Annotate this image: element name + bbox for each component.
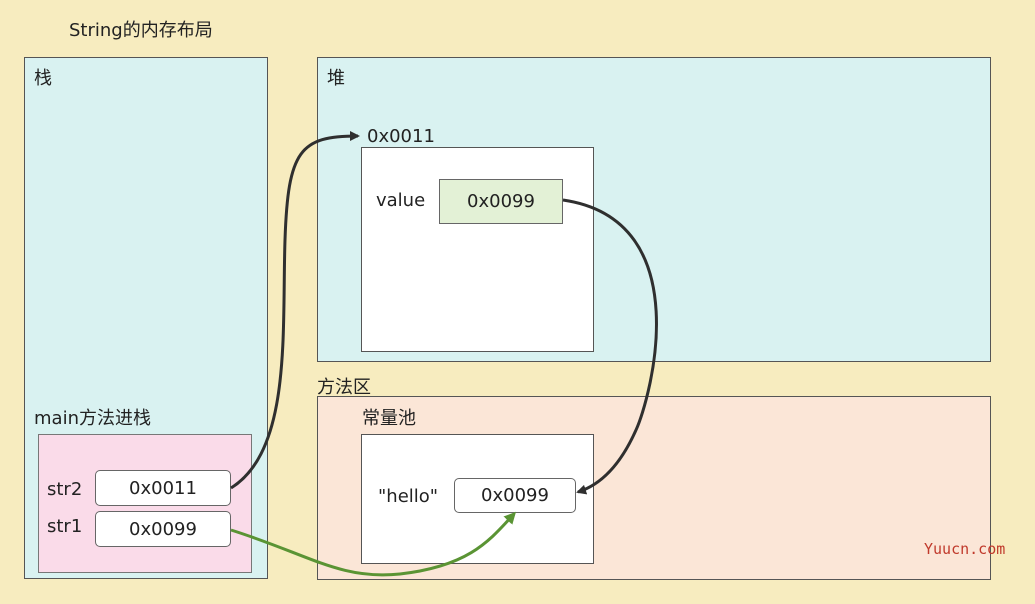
method-area-label: 方法区 [317,377,371,398]
var-value-str1: 0x0099 [95,511,231,547]
hello-literal: "hello" [378,486,439,507]
constant-pool-label: 常量池 [362,408,416,429]
heap-label: 堆 [327,68,345,89]
var-value-str2: 0x0011 [95,470,231,506]
arrow-str2-to-object [230,131,360,490]
stack-label: 栈 [34,68,52,89]
main-frame-label: main方法进栈 [34,408,151,429]
object-address: 0x0011 [367,126,435,147]
arrow-str1-to-hello [230,511,517,577]
field-name-value: value [376,190,426,211]
field-value-cell: 0x0099 [439,179,563,224]
var-name-str2: str2 [47,479,83,500]
hello-address-cell: 0x0099 [454,478,576,513]
arrow-value-to-hello [562,198,658,495]
watermark: Yuucn.com [924,540,1006,558]
var-name-str1: str1 [47,516,83,537]
diagram-title: String的内存布局 [69,20,213,41]
